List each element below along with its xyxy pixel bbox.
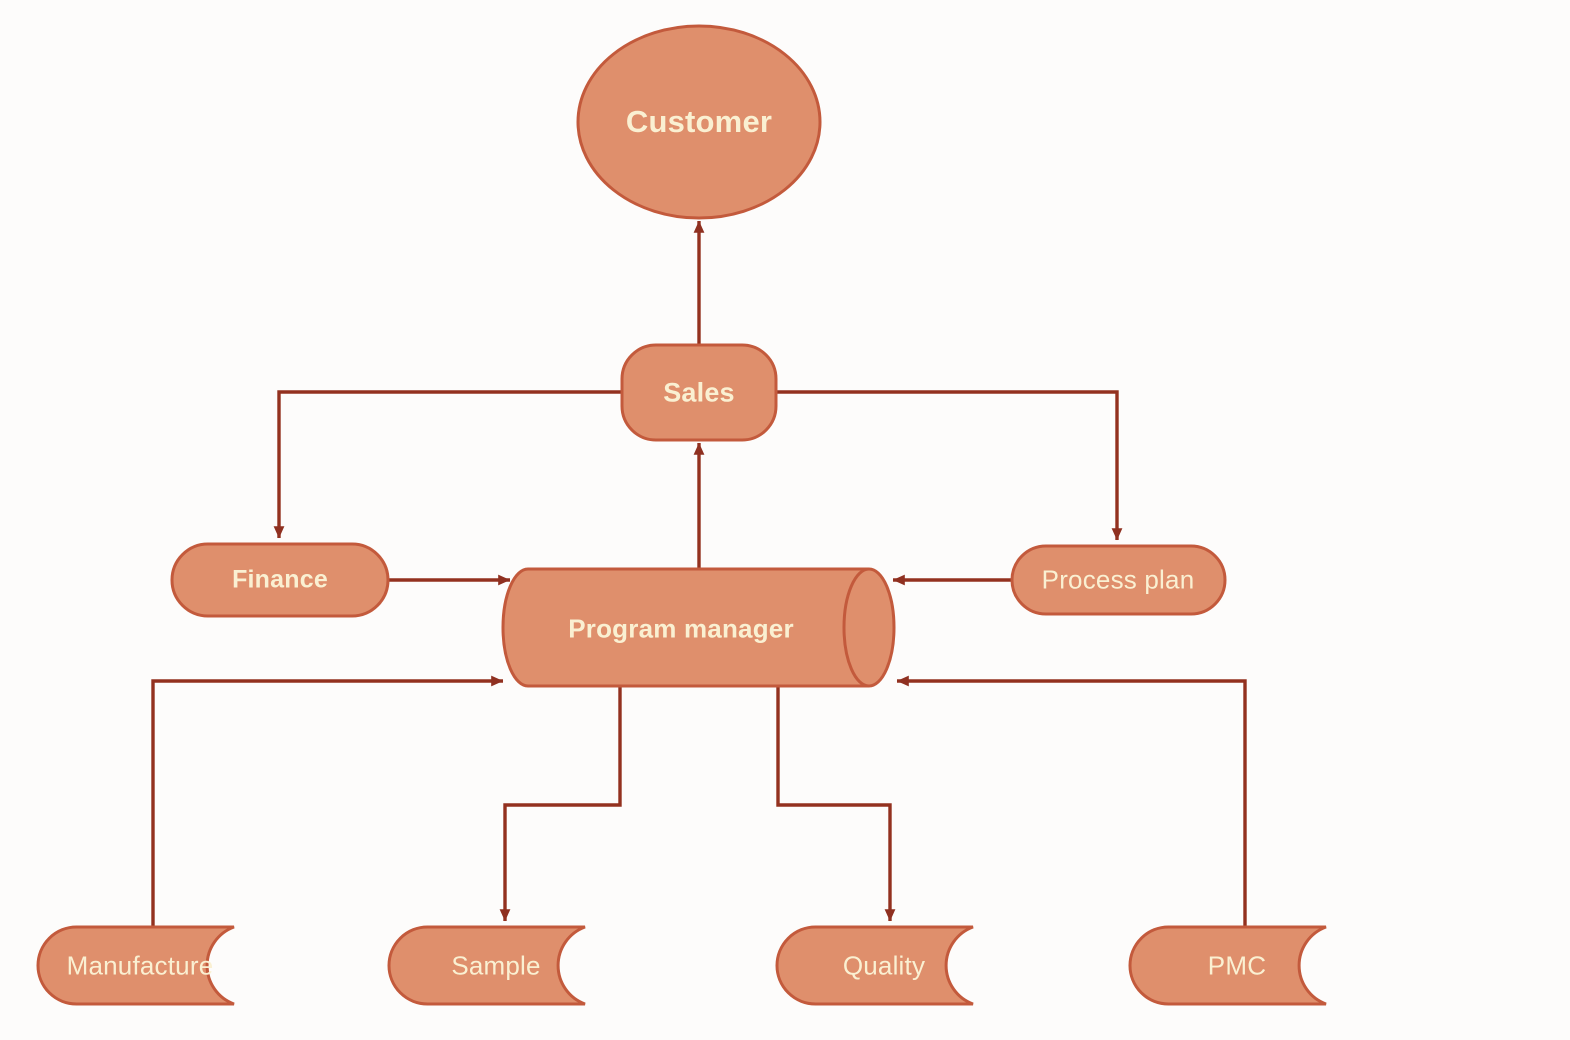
edge-pmc-to-program-manager (896, 675, 1247, 927)
edge-program-manager-to-quality (776, 686, 896, 922)
node-manufacture[interactable] (36, 925, 235, 1006)
node-program-manager-cap (842, 567, 870, 688)
edge-sales-to-finance (273, 390, 622, 539)
node-customer[interactable] (576, 24, 822, 220)
edges-layer (151, 220, 1247, 927)
node-sample[interactable] (387, 925, 586, 1006)
node-process-plan[interactable] (1010, 544, 1227, 616)
node-finance[interactable] (170, 542, 390, 618)
node-quality[interactable] (775, 925, 974, 1006)
edge-manufacture-to-program-manager (151, 675, 504, 927)
edge-sales-to-process-plan (776, 390, 1123, 541)
nodes-layer (36, 24, 1327, 1006)
node-sales[interactable] (620, 343, 778, 442)
edge-program-manager-to-sample (499, 686, 622, 922)
node-pmc[interactable] (1128, 925, 1327, 1006)
node-program-manager[interactable] (501, 567, 896, 688)
